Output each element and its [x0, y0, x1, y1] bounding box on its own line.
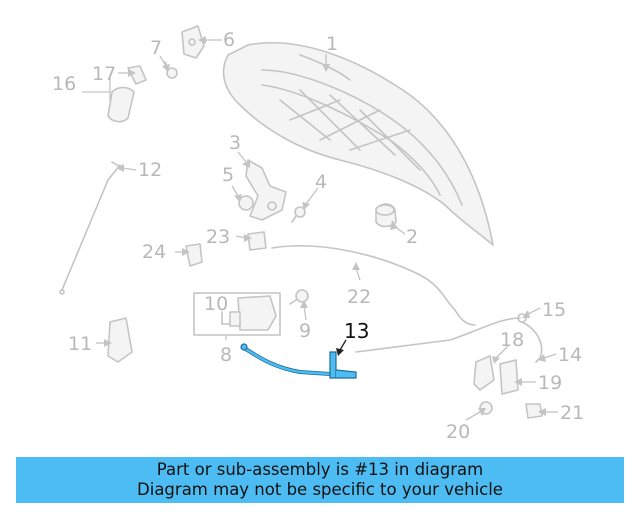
- callout-10: 10: [204, 293, 228, 315]
- callout-17: 17: [92, 63, 116, 85]
- handle-part-18: [473, 355, 495, 391]
- leader-lines: [82, 36, 558, 421]
- callout-13: 13: [344, 319, 369, 343]
- callout-8: 8: [220, 344, 232, 366]
- bracket-part-11: [107, 317, 133, 363]
- callout-4: 4: [315, 171, 327, 193]
- clip-part-21: [525, 403, 543, 419]
- callout-24: 24: [142, 241, 166, 263]
- hood-hinge-part: [238, 159, 287, 221]
- clip-part-24: [185, 243, 203, 267]
- callout-9: 9: [299, 320, 311, 342]
- callout-14: 14: [558, 344, 582, 366]
- callout-16: 16: [52, 73, 76, 95]
- callout-15: 15: [542, 299, 566, 321]
- clip-part-17: [127, 65, 147, 85]
- bumper-stop-part: [375, 203, 397, 228]
- banner-line-part-number: Part or sub-assembly is #13 in diagram: [156, 460, 484, 479]
- seal-part-16: [107, 86, 135, 123]
- info-banner: Part or sub-assembly is #13 in diagram D…: [16, 457, 624, 503]
- latch-assembly-part: [193, 292, 281, 336]
- callout-20: 20: [446, 421, 470, 443]
- release-cable-part-13: [240, 343, 357, 379]
- callout-12: 12: [138, 159, 162, 181]
- prop-rod-part: [59, 161, 123, 295]
- hood-part: [222, 41, 494, 246]
- callout-21: 21: [560, 402, 584, 424]
- callout-18: 18: [500, 329, 524, 351]
- callout-7: 7: [150, 37, 162, 59]
- bolt-part-4: [291, 206, 306, 223]
- callout-23: 23: [206, 226, 230, 248]
- weatherstrip-part: [271, 245, 476, 326]
- clip-part-23: [247, 231, 267, 251]
- callout-19: 19: [538, 372, 562, 394]
- callout-5: 5: [222, 164, 234, 186]
- cable-part-14: [521, 321, 543, 363]
- bolt-part-9: [289, 289, 309, 305]
- callout-3: 3: [229, 132, 241, 154]
- callout-1: 1: [326, 33, 338, 55]
- callout-22: 22: [347, 286, 371, 308]
- callout-6: 6: [223, 29, 235, 51]
- callout-11: 11: [68, 333, 92, 355]
- bracket-part-19: [499, 359, 519, 395]
- callout-labels: 1 2 3 4 5 6 7 8 9 10 11 12 13 14 15 16 1…: [52, 29, 584, 443]
- callout-2: 2: [406, 226, 418, 248]
- banner-line-disclaimer: Diagram may not be specific to your vehi…: [137, 480, 503, 499]
- bracket-part-6: [181, 25, 205, 59]
